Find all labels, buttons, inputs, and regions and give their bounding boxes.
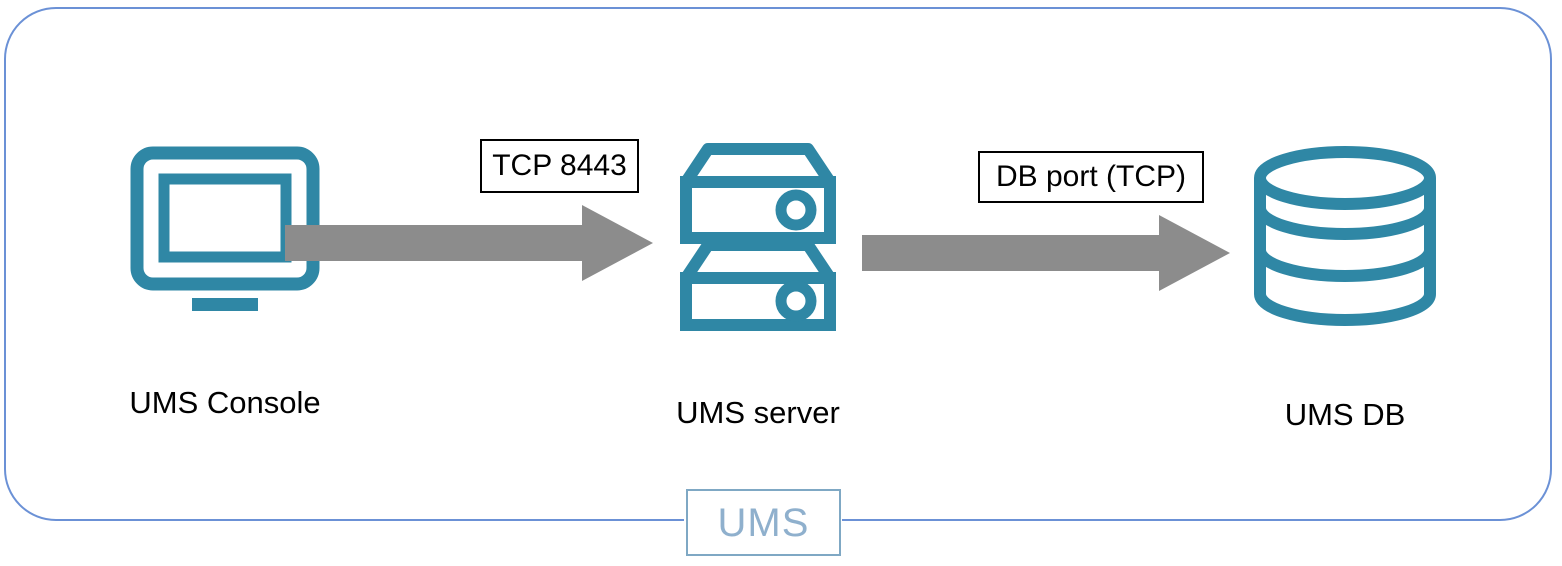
ums-boundary-badge: UMS (686, 489, 841, 556)
node-label-ums-db: UMS DB (1284, 397, 1406, 432)
port-label-text: TCP 8443 (492, 149, 627, 182)
node-ums-db: UMS DB (1235, 146, 1455, 430)
node-ums-server: UMS server (640, 138, 876, 428)
node-label-ums-console: UMS Console (129, 385, 321, 420)
ums-badge-label: UMS (717, 500, 810, 545)
port-label-console-to-server: TCP 8443 (480, 139, 639, 193)
node-ums-console: UMS Console (60, 146, 390, 418)
monitor-icon (130, 146, 320, 323)
port-label-server-to-db: DB port (TCP) (978, 151, 1204, 203)
arrow-server-to-db-icon (862, 213, 1230, 298)
arrow-console-to-server-icon (285, 203, 653, 288)
server-stack-icon (660, 138, 856, 339)
port-label-text: DB port (TCP) (995, 160, 1187, 193)
node-label-ums-server: UMS server (676, 395, 840, 430)
database-cylinder-icon (1247, 146, 1443, 337)
